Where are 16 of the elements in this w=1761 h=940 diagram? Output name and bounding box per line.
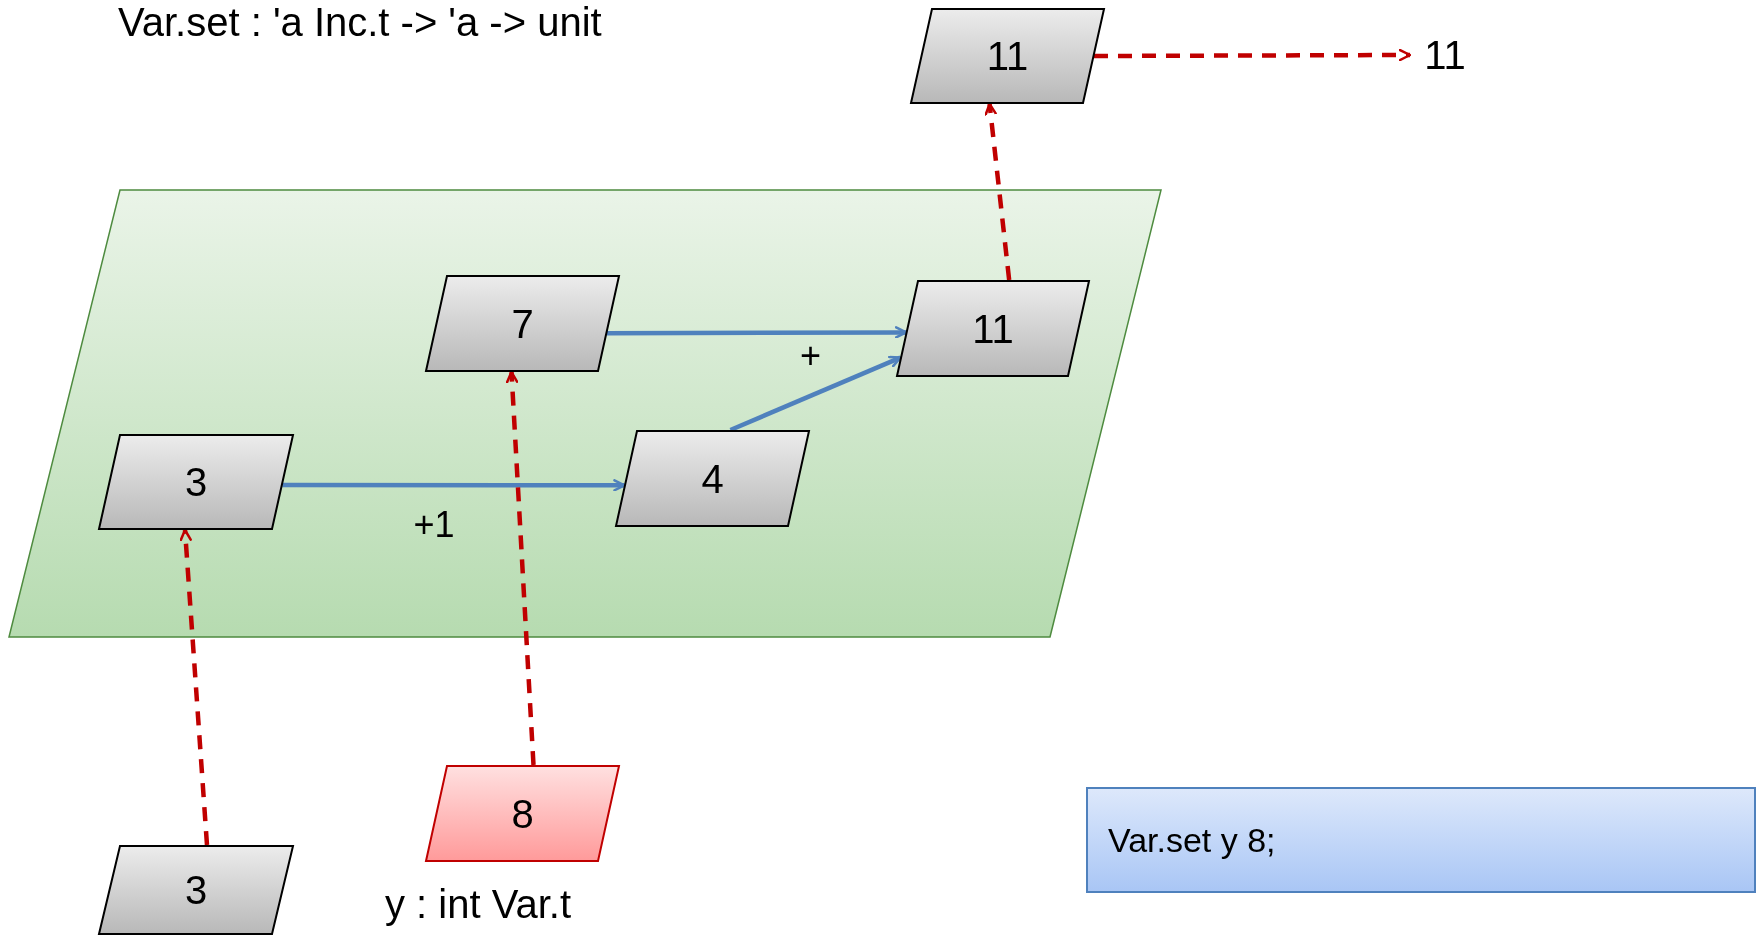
variable-caption: y : int Var.t (385, 884, 571, 924)
arrow (606, 326, 908, 339)
arrow (729, 355, 902, 433)
operator-label: + (800, 338, 822, 374)
output-value: 11 (1410, 30, 1480, 80)
arrow (282, 479, 626, 492)
code-box: Var.set y 8; (1086, 787, 1756, 893)
arrow (984, 102, 1012, 281)
edge-label: +1 (413, 506, 455, 543)
value-parallelogram: 3 (98, 845, 294, 935)
value-parallelogram: 11 (910, 8, 1105, 104)
type-signature: Var.set : 'a Inc.t -> 'a -> unit (118, 2, 602, 42)
computation-plane (8, 189, 1162, 638)
arrow (179, 528, 210, 846)
arrow (505, 370, 536, 766)
arrow (1094, 48, 1412, 62)
